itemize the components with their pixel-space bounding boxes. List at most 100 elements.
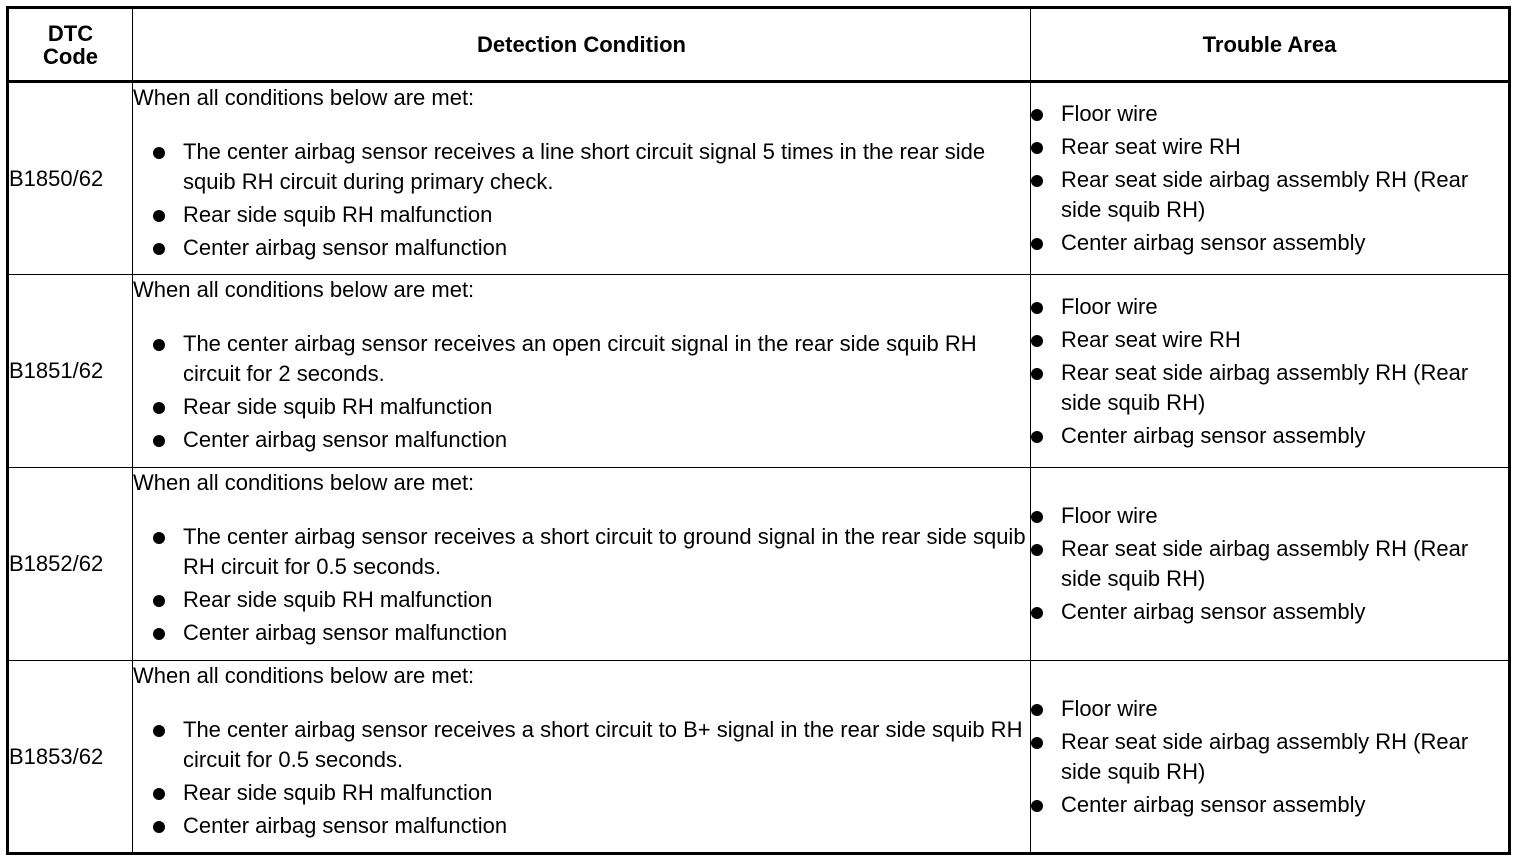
header-dtc-code-label: DTC Code [43,20,98,69]
trouble-area-item: Floor wire [1031,99,1508,129]
bullet-icon [153,339,165,351]
condition-item: Rear side squib RH malfunction [153,778,1030,808]
dtc-code-cell: B1853/62 [7,660,133,854]
trouble-area-text: Floor wire [1061,101,1158,126]
bullet-icon [153,532,165,544]
dtc-code-cell: B1851/62 [7,274,133,468]
bullet-icon [153,243,165,255]
trouble-area-item: Center airbag sensor assembly [1031,421,1508,451]
bullet-icon [1031,175,1043,187]
condition-list: The center airbag sensor receives a line… [133,137,1030,263]
condition-text: Center airbag sensor malfunction [183,620,508,645]
bullet-icon [153,821,165,833]
trouble-area-item: Rear seat side airbag assembly RH (Rear … [1031,165,1508,225]
dtc-table: DTC Code Detection Condition Trouble Are… [6,6,1511,855]
trouble-area-text: Floor wire [1061,293,1158,319]
condition-item: Center airbag sensor malfunction [153,425,1030,455]
trouble-area-text: Floor wire [1061,695,1158,721]
trouble-area-item: Floor wire [1031,292,1508,322]
condition-item: The center airbag sensor receives an ope… [153,329,1030,389]
bullet-icon [1031,511,1043,523]
condition-text: Center airbag sensor malfunction [183,427,508,452]
header-dtc-code: DTC Code [7,7,133,83]
bullet-icon [153,788,165,800]
detection-condition-cell: When all conditions below are met: The ce… [132,660,1031,854]
condition-text: Center airbag sensor malfunction [183,813,508,838]
bullet-icon [1031,703,1043,716]
trouble-area-text: Rear seat side airbag assembly RH (Rear … [1061,536,1469,591]
dtc-code-cell: B1852/62 [7,467,133,661]
condition-intro: When all conditions below are met: [133,663,475,688]
trouble-area-item: Rear seat side airbag assembly RH (Rear … [1031,358,1508,418]
bullet-icon [153,210,165,222]
bullet-icon [153,628,165,640]
bullet-icon [1031,607,1043,619]
condition-text: The center airbag sensor receives a shor… [183,524,1026,579]
bullet-icon [1031,799,1043,812]
header-trouble-area: Trouble Area [1030,7,1510,83]
condition-text: Rear side squib RH malfunction [183,202,493,227]
bullet-icon [1031,142,1043,154]
trouble-area-item: Center airbag sensor assembly [1031,597,1508,627]
condition-item: The center airbag sensor receives a shor… [153,715,1030,775]
bullet-icon [1031,301,1043,314]
detection-condition-cell: When all conditions below are met: The ce… [132,274,1031,468]
condition-text: The center airbag sensor receives an ope… [183,331,977,386]
trouble-area-item: Rear seat side airbag assembly RH (Rear … [1031,727,1508,787]
condition-item: Center airbag sensor malfunction [153,811,1030,841]
condition-item: The center airbag sensor receives a shor… [153,522,1030,582]
condition-intro: When all conditions below are met: [133,277,475,302]
header-detection-condition: Detection Condition [132,7,1031,83]
condition-item: The center airbag sensor receives a line… [153,137,1030,197]
condition-text: Rear side squib RH malfunction [183,394,493,419]
bullet-icon [1031,109,1043,121]
bullet-icon [153,402,165,414]
bullet-icon [153,435,165,447]
trouble-area-text: Rear seat side airbag assembly RH (Rear … [1061,359,1469,415]
bullet-icon [1031,238,1043,250]
bullet-icon [153,725,165,737]
bullet-icon [153,147,165,159]
trouble-area-text: Center airbag sensor assembly [1061,599,1366,624]
bullet-icon [153,595,165,607]
condition-intro: When all conditions below are met: [133,85,475,110]
trouble-area-item: Rear seat side airbag assembly RH (Rear … [1031,534,1508,594]
condition-text: The center airbag sensor receives a shor… [183,717,1023,772]
condition-list: The center airbag sensor receives a shor… [133,522,1030,648]
condition-text: Rear side squib RH malfunction [183,780,493,805]
condition-item: Center airbag sensor malfunction [153,233,1030,263]
condition-text: Rear side squib RH malfunction [183,587,493,612]
trouble-area-text: Floor wire [1061,503,1158,528]
trouble-area-item: Rear seat wire RH [1031,325,1508,355]
header-row: DTC Code Detection Condition Trouble Are… [7,7,1510,83]
bullet-icon [1031,430,1043,443]
trouble-area-text: Rear seat side airbag assembly RH (Rear … [1061,167,1469,222]
trouble-area-text: Rear seat wire RH [1061,134,1241,159]
detection-condition-cell: When all conditions below are met:The ce… [132,467,1031,661]
condition-item: Rear side squib RH malfunction [153,200,1030,230]
trouble-area-text: Center airbag sensor assembly [1061,230,1366,255]
detection-condition-cell: When all conditions below are met: The ce… [132,81,1031,275]
trouble-area-text: Center airbag sensor assembly [1061,791,1366,817]
trouble-area-item: Center airbag sensor assembly [1031,228,1508,258]
condition-text: Center airbag sensor malfunction [183,235,508,260]
bullet-icon [1031,736,1043,749]
trouble-area-item: Rear seat wire RH [1031,132,1508,162]
trouble-area-item: Floor wire [1031,501,1508,531]
trouble-area-item: Center airbag sensor assembly [1031,790,1508,820]
condition-text: The center airbag sensor receives a line… [183,139,986,194]
table-header: DTC Code Detection Condition Trouble Are… [7,7,1510,83]
